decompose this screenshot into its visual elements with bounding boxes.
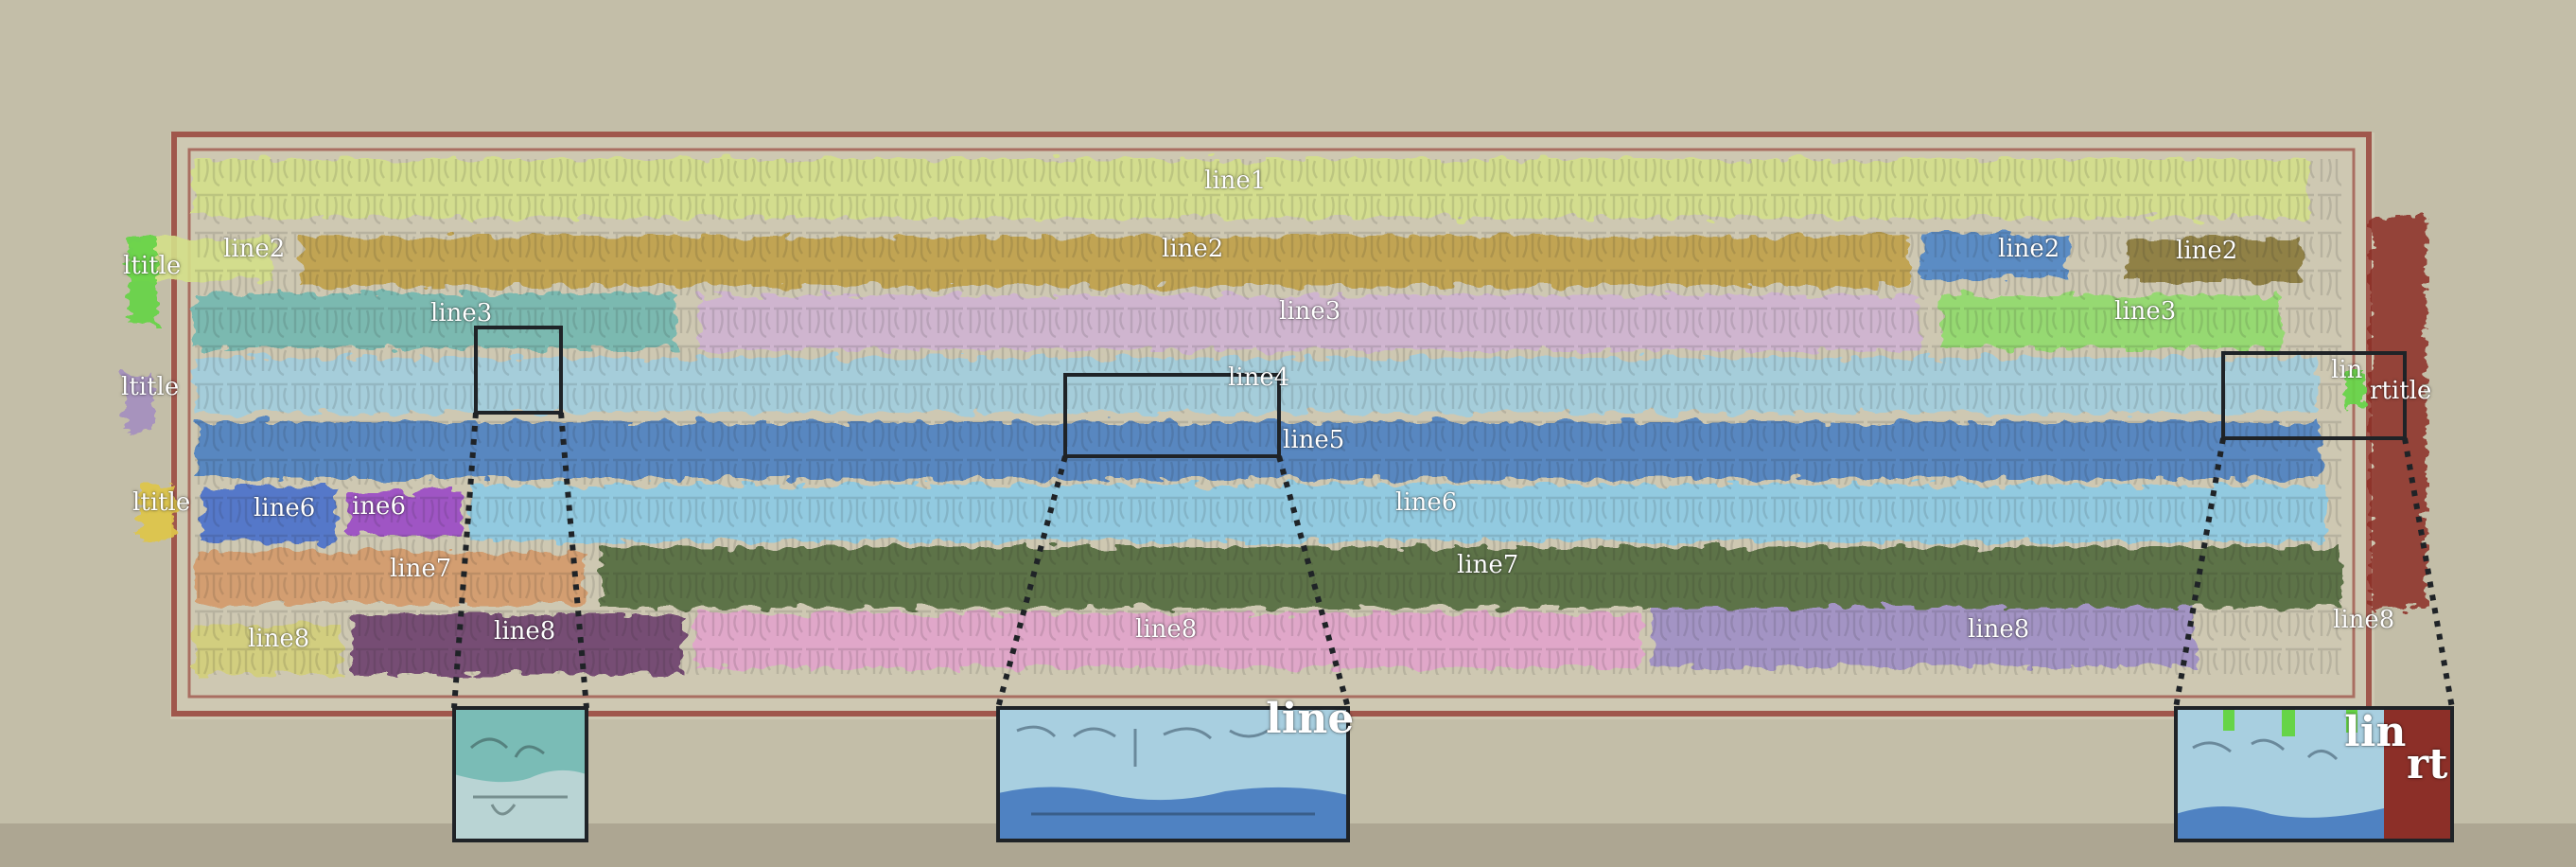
label-rtitle: rtitle	[2370, 377, 2432, 405]
label-line5: line5	[1283, 426, 1345, 454]
label-line4: line4	[1228, 363, 1290, 392]
script-texture	[194, 159, 2341, 675]
label-line6-center: line6	[1395, 488, 1458, 517]
label-line2-center: line2	[1162, 235, 1224, 263]
label-line8-a: line8	[248, 625, 310, 653]
label-line1: line1	[1204, 167, 1267, 195]
folio-inner-border	[187, 148, 2356, 699]
zoom-inset-right	[2174, 706, 2454, 842]
label-line8-b: line8	[494, 617, 556, 646]
title-masks	[125, 237, 2365, 540]
zoom-source-boxes	[474, 326, 2407, 458]
label-line2-left: line2	[223, 235, 286, 263]
zoom-inset-center	[996, 706, 1350, 842]
label-line2-right: line2	[2176, 237, 2238, 265]
inset-center-label: line	[1266, 695, 1355, 743]
label-ltitle-top: ltitle	[123, 252, 182, 280]
inset-right-label-lin: lin	[2344, 708, 2407, 756]
label-ltitle-bottom: ltitle	[132, 488, 191, 517]
right-red-seal	[2370, 216, 2427, 609]
zoom-connectors	[451, 412, 2455, 709]
label-line3-left: line3	[430, 299, 493, 327]
zoom-inset-left	[452, 706, 588, 842]
label-line8-d: line8	[1968, 615, 2030, 644]
label-line8-c: line8	[1135, 615, 1198, 644]
label-line6-purple: ine6	[352, 492, 406, 521]
label-line7-center: line7	[1457, 551, 1519, 579]
inset-right-label-rt: rt	[2407, 740, 2448, 788]
label-line6-left: line6	[254, 494, 316, 522]
label-line7-left: line7	[390, 555, 452, 583]
label-lin: lin	[2331, 356, 2363, 384]
label-ltitle-mid: ltitle	[121, 373, 180, 401]
label-line2-blue: line2	[1998, 235, 2060, 263]
label-line3-center: line3	[1279, 297, 1341, 326]
label-line3-right: line3	[2114, 297, 2177, 326]
label-line8-e: line8	[2333, 606, 2395, 634]
